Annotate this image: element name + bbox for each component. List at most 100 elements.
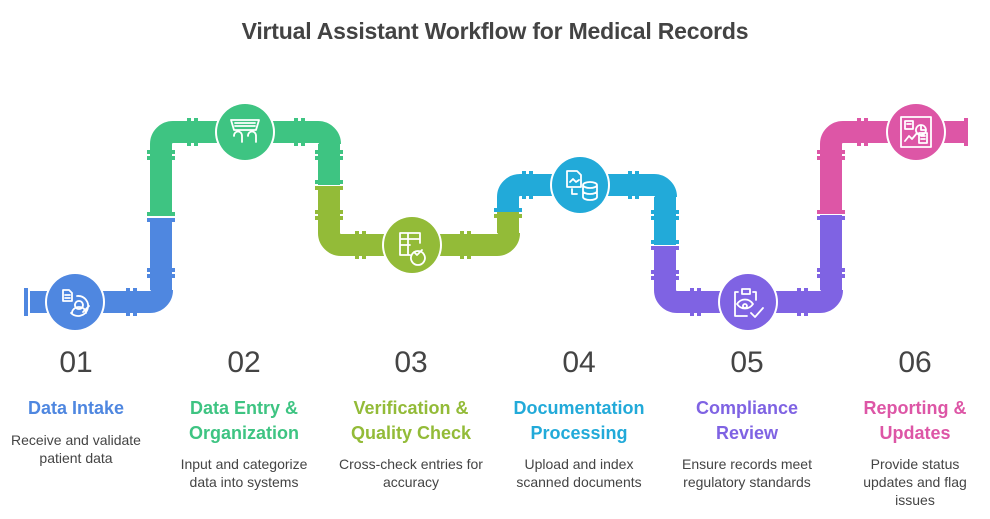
pipe-flange [522,171,526,199]
step-node-3 [382,215,442,275]
pipe-flange [315,150,343,154]
keyboard-typing-icon-glyph [230,119,260,143]
step-heading: Documentation Processing [513,398,645,443]
pipe-flange [315,180,343,184]
pipe-flange [494,214,522,218]
pipe-elbow [818,288,843,313]
node-circle [384,217,440,273]
node-circle [217,104,273,160]
pipe-elbow [654,288,679,313]
step-number: 06 [898,346,932,379]
pipe-flange [651,246,679,250]
step-heading: Reporting & Updates [863,398,967,443]
pipe-flange [529,171,533,199]
pipe-segment [318,144,340,185]
pipe-elbow [318,231,343,256]
image-to-database-icon [566,170,598,201]
pipe-elbow [652,174,677,199]
pipe-flange [147,212,175,216]
pipe-flange [628,171,632,199]
pipe-flange [651,276,679,280]
step-node-5 [718,272,778,332]
pipe-segment [820,144,842,210]
pipe-flange [651,210,679,214]
step-heading: Verification & Quality Check [350,398,472,443]
pipe-segment [820,215,842,290]
pipe-elbow [150,121,175,146]
step-heading: Data Entry & Organization [188,398,299,443]
pipe-flange [147,274,175,278]
pipe-flange [294,118,298,146]
step-node-4 [550,155,610,215]
pipe-flange [467,231,471,259]
pipe-flange [651,240,679,244]
pipe-flange [635,171,639,199]
step-heading: Compliance Review [695,398,799,443]
pipe-flange [315,210,343,214]
pipe-flange [315,186,343,190]
node-circle [720,274,776,330]
step-number: 01 [59,346,93,379]
patient-data-intake-icon [62,289,90,317]
step-number: 05 [730,346,764,379]
pipe-flange [964,118,968,146]
patient-data-intake-icon-glyph [62,289,90,317]
pipe-elbow [148,288,173,313]
step-description: Cross-check entries for accuracy [339,456,483,490]
pipe-flange [817,210,845,214]
pipe-flange [494,208,522,212]
step-node-2 [215,102,275,162]
step-description: Receive and validate patient data [11,432,141,466]
pipe-flange [804,288,808,316]
clipboard-eye-check-icon [734,288,764,318]
pipe-flange [651,216,679,220]
pipe-elbow [497,174,522,199]
node-circle [552,157,608,213]
pipe-segment [654,197,676,245]
pipe-flange [147,150,175,154]
pipe-elbow [495,231,520,256]
report-dashboard-icon-glyph [900,116,932,148]
table-check-icon-glyph [399,232,426,266]
clipboard-eye-check-icon-glyph [734,288,764,318]
pipe-flange [187,118,191,146]
pipe-flange [355,231,359,259]
step-description: Ensure records meet regulatory standards [682,456,812,490]
pipe-flange [301,118,305,146]
pipe-flange [697,288,701,316]
pipe-flange [817,150,845,154]
diagram-title: Virtual Assistant Workflow for Medical R… [241,18,749,44]
pipe-flange [147,156,175,160]
report-dashboard-icon [900,116,932,148]
step-description: Input and categorize data into systems [180,456,308,490]
pipe-flange [315,216,343,220]
step-number: 04 [562,346,596,379]
pipe-flange [817,156,845,160]
step-heading: Data Intake [27,398,125,418]
pipe-flange [126,288,130,316]
image-to-database-icon-glyph [566,170,598,201]
pipe-flange [797,288,801,316]
step-node-6 [886,102,946,162]
pipe-flange [460,231,464,259]
pipe-segment [497,210,519,233]
pipe-flange [24,288,28,316]
pipe-segment [150,220,172,290]
pipe-flange [194,118,198,146]
pipe-flange [817,274,845,278]
node-circle [47,274,103,330]
pipe-flange [864,118,868,146]
step-description: Upload and index scanned documents [516,456,642,490]
pipe-flange [362,231,366,259]
pipe-flange [817,216,845,220]
keyboard-typing-icon [230,119,260,143]
pipe-flange [315,156,343,160]
pipe-flange [690,288,694,316]
pipe-flange [147,218,175,222]
pipe-flange [651,270,679,274]
step-number: 02 [227,346,261,379]
pipe-flange [857,118,861,146]
pipe-elbow [820,121,845,146]
pipe-elbow [316,121,341,146]
